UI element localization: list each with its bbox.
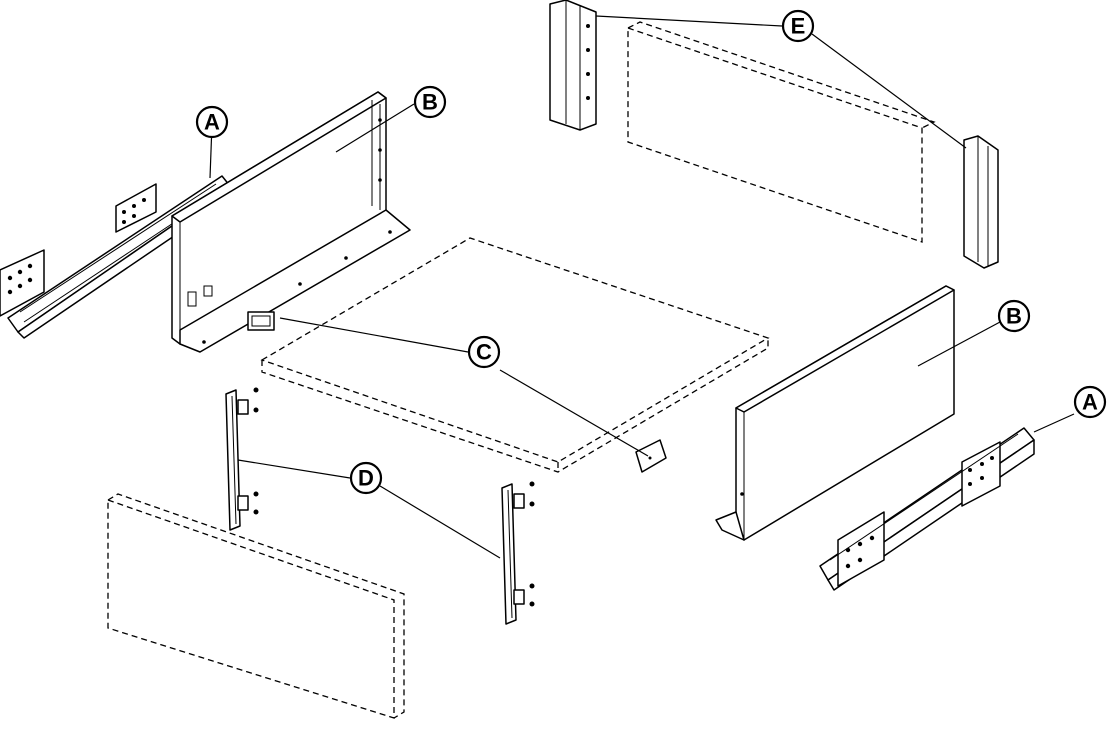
callout-b-right: B [997, 299, 1031, 333]
callout-a-right-letter: A [1082, 390, 1098, 415]
front-bracket-right [501, 481, 535, 625]
bottom-clip [635, 439, 667, 473]
bottom-panel [260, 237, 770, 473]
rear-bracket-right [963, 135, 999, 269]
callout-c: C [467, 335, 501, 369]
rear-bracket-left [549, 0, 597, 131]
callout-e: E [781, 9, 815, 43]
callout-a-left: A [195, 105, 229, 139]
callout-e-letter: E [791, 14, 806, 39]
callout-d: D [349, 461, 383, 495]
callout-b-left-letter: B [422, 90, 438, 115]
callout-a-left-letter: A [204, 110, 220, 135]
right-side-panel [715, 285, 955, 541]
right-runner [819, 427, 1035, 591]
callout-c-letter: C [476, 340, 492, 365]
callout-d-letter: D [358, 466, 374, 491]
back-panel [627, 21, 936, 243]
front-panel [107, 493, 405, 719]
callout-b-left: B [413, 85, 447, 119]
callout-a-right: A [1073, 385, 1107, 419]
front-bracket-left [225, 387, 259, 531]
left-side-panel [171, 91, 411, 353]
callout-b-right-letter: B [1006, 304, 1022, 329]
